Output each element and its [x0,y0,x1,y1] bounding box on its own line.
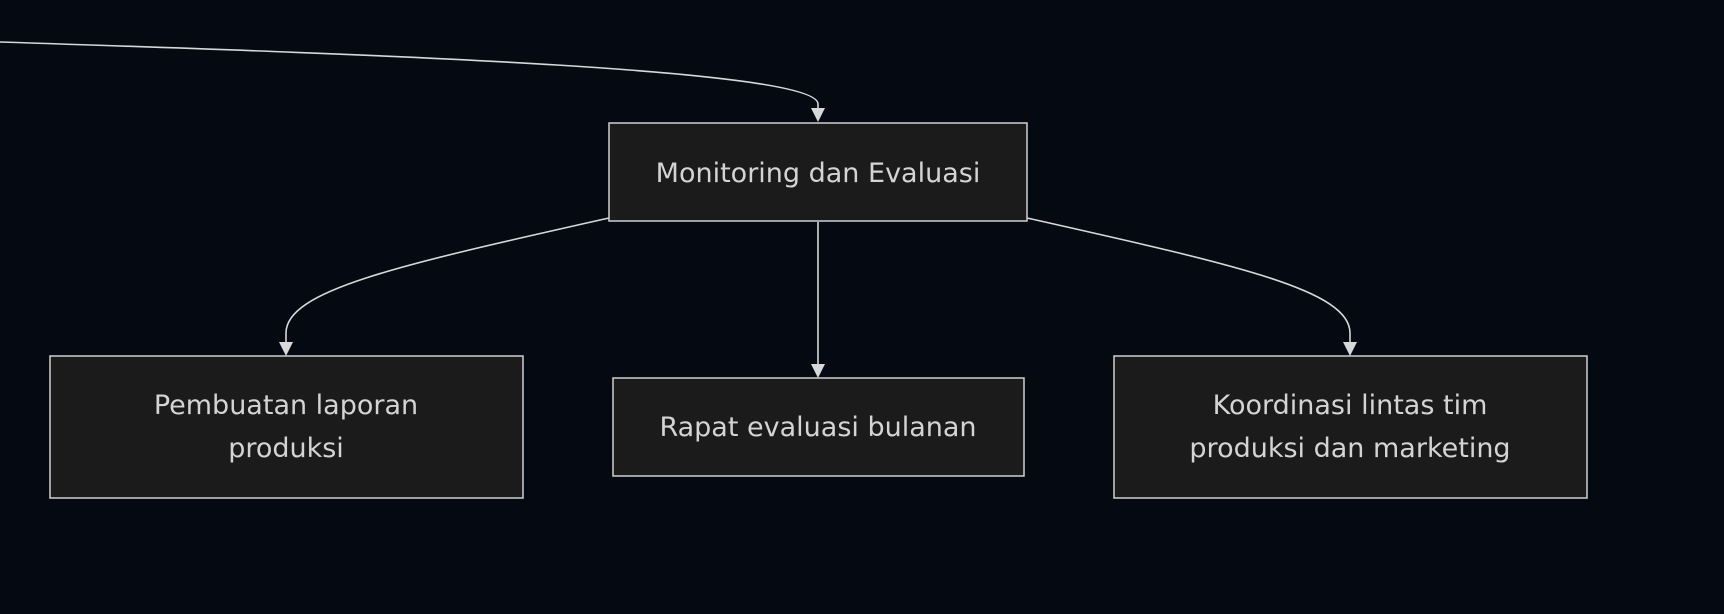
node-label: Rapat evaluasi bulanan [659,412,976,443]
node-rapat[interactable]: Rapat evaluasi bulanan [612,377,1025,477]
node-label: Pembuatan laporan [154,390,418,421]
edge-monitoring-to-koordinasi [1026,217,1357,356]
node-label: produksi dan marketing [1189,433,1510,464]
node-label: Monitoring dan Evaluasi [656,158,981,189]
node-laporan[interactable]: Pembuatan laporan produksi [49,355,524,499]
node-label: produksi [228,433,344,464]
arrowhead-icon [811,364,825,378]
arrowhead-icon [279,342,293,356]
node-monitoring[interactable]: Monitoring dan Evaluasi [608,122,1028,222]
edge-monitoring-to-rapat [811,222,825,378]
arrowhead-icon [1343,342,1357,356]
arrowhead-icon [811,108,825,122]
node-koordinasi[interactable]: Koordinasi lintas tim produksi dan marke… [1113,355,1588,499]
edge-incoming-to-monitoring [0,41,825,122]
edge-monitoring-to-laporan [279,217,610,356]
node-label: Koordinasi lintas tim [1213,390,1488,421]
